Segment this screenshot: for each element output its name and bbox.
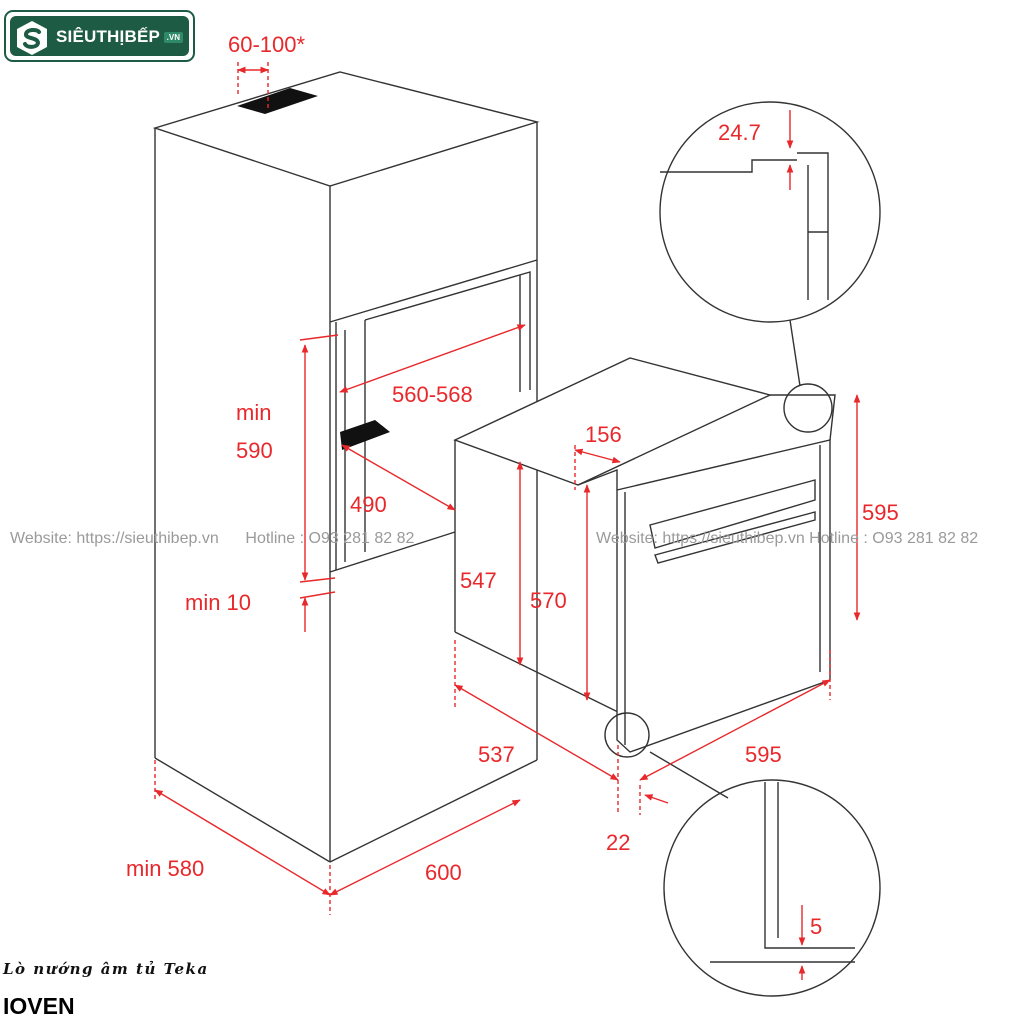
detail-circle-top [659, 101, 881, 433]
brand-s-icon [17, 21, 47, 55]
niche-rail-slot [340, 420, 390, 450]
dim-oven-total-height: 595 [862, 500, 899, 525]
detail-circle-bottom [604, 712, 881, 997]
dim-niche-depth: 490 [350, 492, 387, 517]
dim-detail-bottom: 5 [810, 914, 822, 939]
dim-min-bottom-gap: min 10 [185, 590, 251, 615]
caption-title: IOVEN [3, 993, 75, 1019]
dim-gap-top: 60-100* [228, 32, 306, 57]
dimension-lines [154, 62, 861, 980]
dim-oven-width: 595 [745, 742, 782, 767]
brand-logo[interactable]: SIÊUTHỊBẾP .VN [4, 10, 195, 62]
dim-niche-width: 560-568 [392, 382, 473, 407]
dim-oven-top-step: 156 [585, 422, 622, 447]
top-vent-slot [237, 88, 318, 114]
dim-detail-top: 24.7 [718, 120, 761, 145]
dim-cabinet-depth: min 580 [126, 856, 204, 881]
brand-suffix: .VN [163, 32, 183, 43]
dim-oven-inner-height: 570 [530, 588, 567, 613]
dim-oven-depth: 537 [478, 742, 515, 767]
watermark-right: Website: https://sieuthibep.vn Hotline :… [596, 530, 978, 547]
dim-oven-body-height: 547 [460, 568, 497, 593]
watermark-left: Website: https://sieuthibep.vn Hotline :… [10, 530, 414, 547]
caption-subtitle: Lò nướng âm tủ Teka [3, 960, 209, 978]
oven [453, 357, 836, 753]
brand-logo-badge: SIÊUTHỊBẾP .VN [10, 16, 189, 56]
dim-cabinet-width: 600 [425, 860, 462, 885]
brand-name: SIÊUTHỊBẾP [56, 27, 161, 46]
dim-oven-front-offset: 22 [606, 830, 630, 855]
dim-niche-min-line1: min [236, 400, 271, 425]
dim-niche-min-line2: 590 [236, 438, 273, 463]
